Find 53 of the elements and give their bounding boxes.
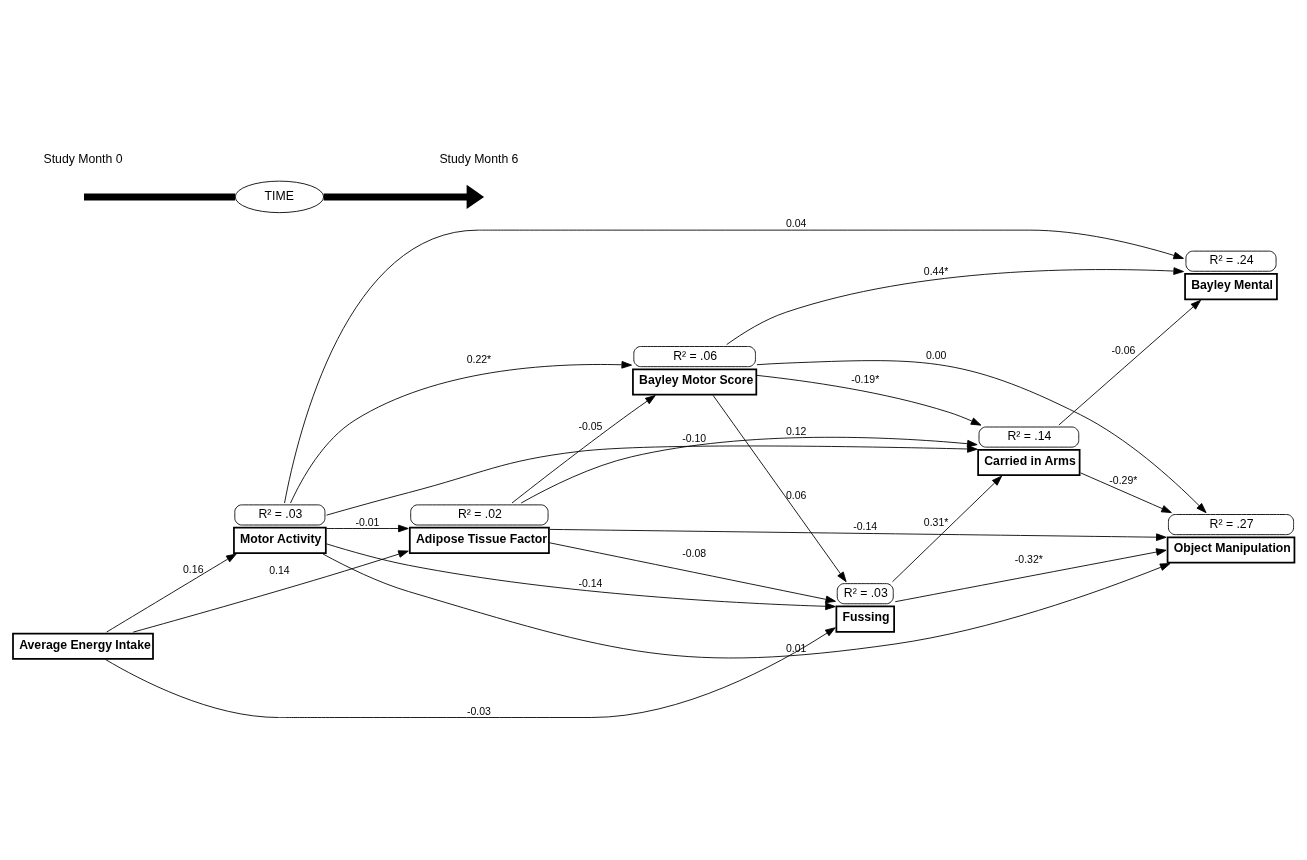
edge-label: 0.06 xyxy=(785,488,807,501)
arrow xyxy=(284,229,1184,503)
edge-label: 0.22* xyxy=(466,352,492,365)
arrow xyxy=(712,394,847,582)
arrow xyxy=(290,360,632,503)
edge-label: -0.14 xyxy=(578,576,603,589)
arrow xyxy=(326,524,409,532)
arrow xyxy=(132,549,409,633)
edge-label: -0.03 xyxy=(466,704,491,717)
arrow xyxy=(1058,299,1201,425)
edge-label: -0.14 xyxy=(853,519,878,532)
edge-label: -0.01 xyxy=(355,515,380,528)
arrow xyxy=(520,436,978,503)
arrow xyxy=(323,184,485,209)
edge-label: 0.31* xyxy=(923,515,949,528)
node-label: R² = .02 xyxy=(457,506,502,521)
edge-label: 0.00 xyxy=(925,348,947,361)
arrow xyxy=(322,553,1171,658)
node-label: R² = .03 xyxy=(258,506,303,521)
arrow xyxy=(726,266,1184,345)
label: Study Month 0 xyxy=(43,150,123,165)
arrow xyxy=(549,528,1167,541)
node-label: R² = .03 xyxy=(843,585,888,600)
arrow xyxy=(326,444,978,516)
edge-label: -0.10 xyxy=(682,431,707,444)
arrow xyxy=(756,359,1207,513)
edge-label: 0.12 xyxy=(785,424,807,437)
node-ellipse: TIME xyxy=(234,180,325,213)
arrow xyxy=(106,553,237,632)
arrow xyxy=(511,394,656,503)
edge-label: -0.19* xyxy=(851,372,880,385)
edge-label: -0.06 xyxy=(1111,343,1136,356)
label: Study Month 6 xyxy=(439,150,519,165)
edge-label: -0.08 xyxy=(682,546,707,559)
edge-label: 0.04 xyxy=(785,216,807,229)
edge-label: -0.05 xyxy=(578,419,603,432)
arrow xyxy=(894,547,1167,602)
arrow xyxy=(756,374,982,426)
node-label: R² = .06 xyxy=(673,348,718,363)
edge-label: -0.29* xyxy=(1109,473,1138,486)
arrow xyxy=(549,541,836,603)
edge-label: -0.32* xyxy=(1014,552,1043,565)
edge-label: 0.44* xyxy=(923,264,949,277)
node-label: R² = .24 xyxy=(1209,252,1254,267)
node-label: R² = .14 xyxy=(1007,428,1052,443)
arrow xyxy=(104,626,836,718)
arrow xyxy=(1080,472,1172,513)
arrow xyxy=(326,542,836,610)
edge-label: 0.14 xyxy=(269,563,290,576)
node-label: R² = .27 xyxy=(1209,516,1254,531)
edge-label: 0.16 xyxy=(183,562,204,575)
arrow xyxy=(892,475,1003,582)
edge-label: 0.01 xyxy=(785,641,807,654)
